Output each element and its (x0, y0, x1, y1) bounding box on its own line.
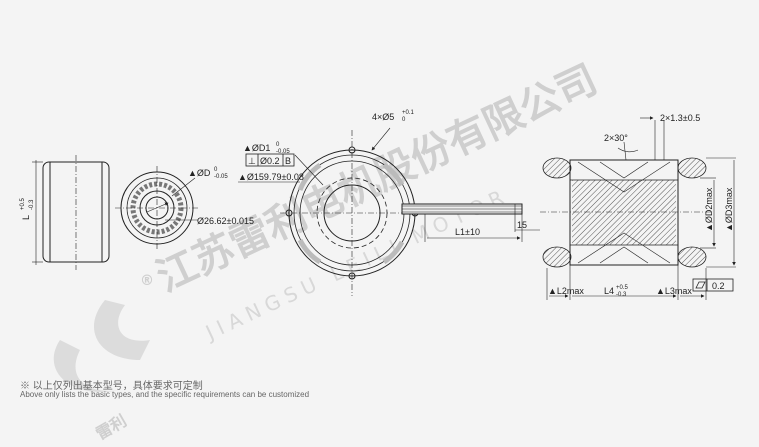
note-chinese: ※ 以上仅列出基本型号，具体要求可定制 (20, 377, 203, 392)
chamfer-angle-label: 2×30° (604, 133, 628, 143)
perpendicularity-frame: ⊥ Ø0.2 B (245, 153, 295, 167)
bore-tol-lower: -0.05 (214, 174, 228, 180)
end-view (115, 166, 199, 250)
length-tol-lower: -0.3 (29, 199, 35, 210)
note-english: Above only lists the basic types, and th… (20, 390, 310, 399)
note-text-cn: 以上仅列出基本型号，具体要求可定制 (32, 381, 203, 392)
l3-label: ▲L3max (656, 286, 692, 296)
length-tol-upper: +0.5 (20, 197, 26, 210)
d3-label: ▲ØD3max (724, 187, 734, 232)
l4-tol-lower: -0.3 (616, 292, 627, 298)
pitch-circle-label: ▲Ø159.79±0.08 (238, 172, 304, 182)
front-view (238, 127, 540, 296)
l4-label: L4 (604, 286, 614, 296)
inner-diameter-label: Ø26.62±0.015 (197, 216, 254, 226)
length-label: L (21, 215, 31, 220)
side-view (32, 155, 110, 270)
perpendicularity-value: Ø0.2 (260, 156, 280, 166)
d2-label: ▲ØD2max (704, 187, 714, 232)
holes-label: 4×Ø5 (372, 112, 394, 122)
watermark-registered-mark: ® (140, 273, 154, 289)
d1-tol-lower: -0.05 (276, 149, 290, 155)
holes-tol-upper: +0.1 (402, 110, 415, 116)
d1-tol-upper: 0 (276, 142, 280, 148)
bore-label: ▲ØD (188, 168, 211, 178)
perpendicularity-datum: B (285, 156, 291, 166)
perpendicularity-symbol: ⊥ (248, 156, 256, 166)
flatness-icon (695, 281, 706, 289)
flatness-value: 0.2 (712, 281, 725, 291)
lead-strip-label: 15 (517, 220, 527, 230)
l2-label: ▲L2max (548, 286, 584, 296)
note-symbol: ※ (20, 381, 30, 392)
watermark-logo-script: 雷利 (93, 411, 130, 443)
section-view (540, 116, 736, 300)
bore-tol-upper: 0 (214, 167, 218, 173)
watermark-logo-icon (53, 300, 150, 392)
l4-tol-upper: +0.5 (616, 285, 629, 291)
chamfer-top-label: 2×1.3±0.5 (660, 113, 700, 123)
lead-length-label: L1±10 (455, 227, 480, 237)
d1-label: ▲ØD1 (243, 143, 270, 153)
flatness-frame: 0.2 (692, 278, 734, 292)
holes-tol-lower: 0 (402, 117, 406, 123)
